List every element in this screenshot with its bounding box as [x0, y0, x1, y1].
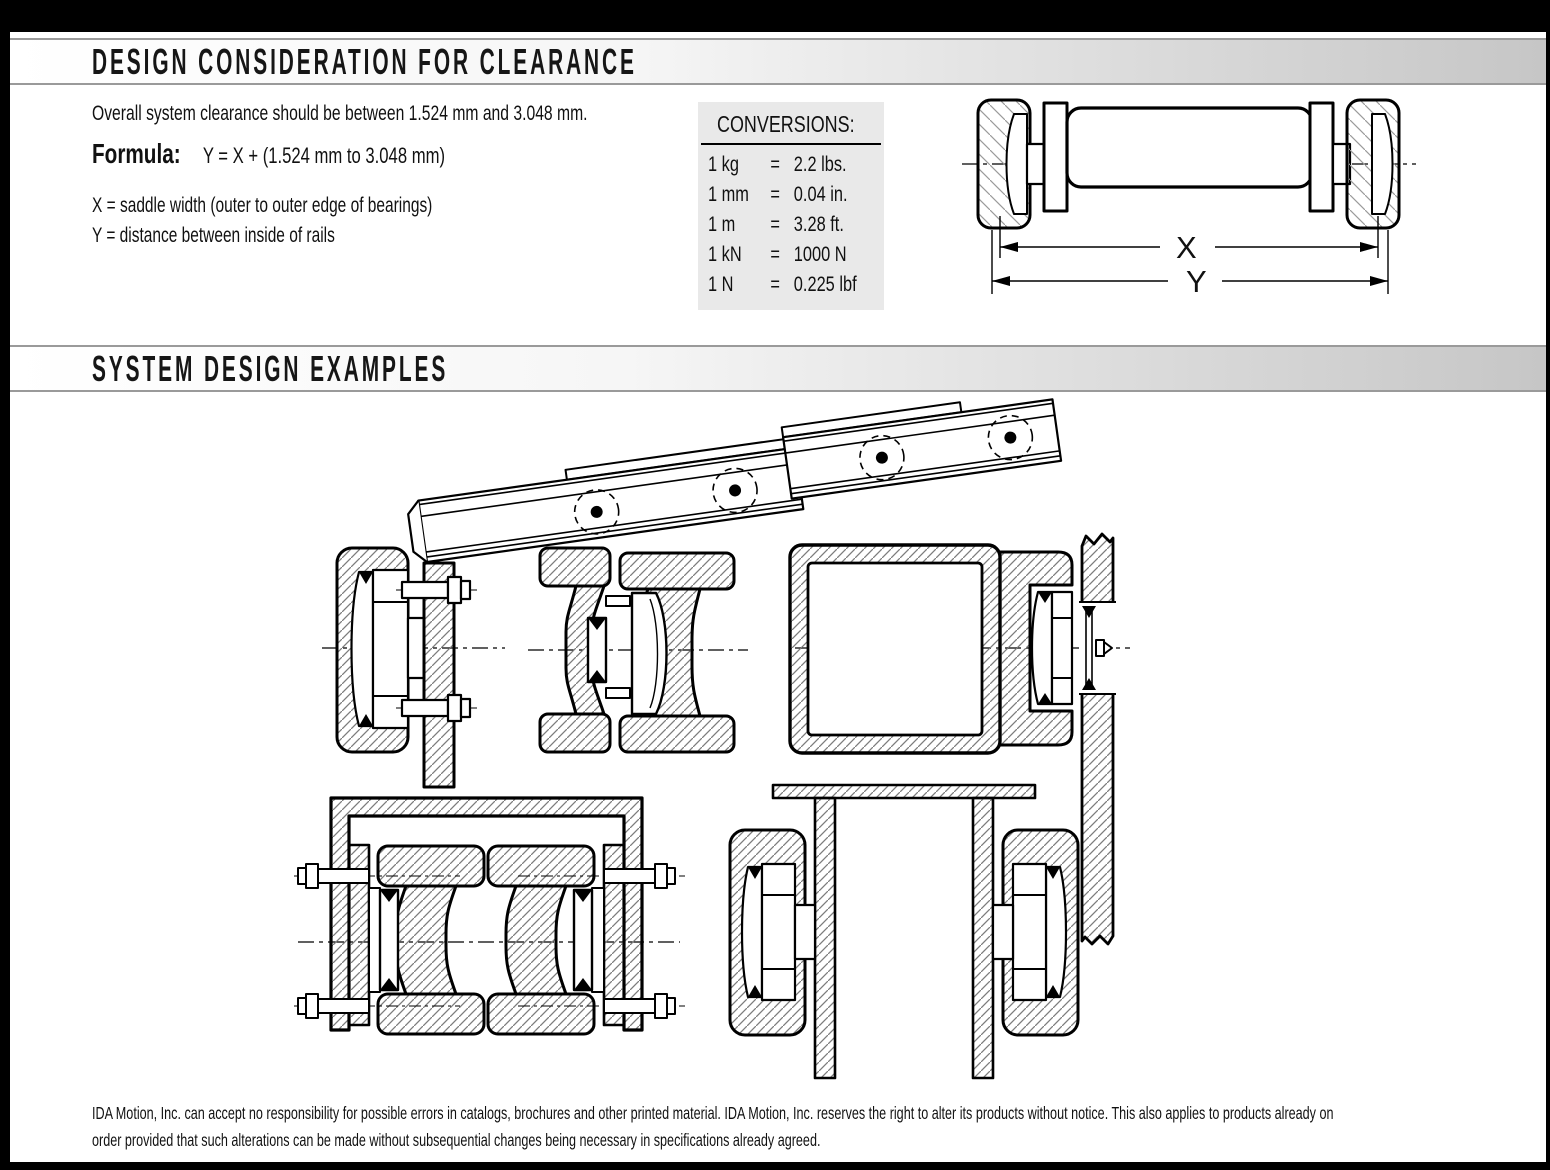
dim-y-label: Y	[1186, 264, 1207, 299]
square-tube-wall-section	[788, 532, 1130, 946]
right-bearing-race	[1371, 113, 1394, 215]
footer-line-2: order provided that such alterations can…	[92, 1130, 821, 1150]
conversions-rule	[701, 143, 881, 145]
left-bearing-race	[1005, 113, 1028, 215]
bolt	[396, 693, 478, 723]
dimension-y	[992, 276, 1388, 286]
fastener	[1082, 606, 1113, 690]
footer-line-1: IDA Motion, Inc. can accept no responsib…	[92, 1103, 1334, 1123]
formula-value: Y = X + (1.524 mm to 3.048 mm)	[202, 143, 445, 168]
right-flange	[1308, 101, 1335, 213]
conversion-row: 1 kg=2.2 lbs.	[708, 153, 847, 176]
bolt	[518, 993, 685, 1019]
saddle-dimension-diagram: X Y	[962, 98, 1416, 299]
section-band-clearance: DESIGN CONSIDERATION FOR CLEARANCE	[10, 38, 1546, 85]
section-title-clearance: DESIGN CONSIDERATION FOR CLEARANCE	[92, 40, 637, 82]
wall-plate	[1080, 532, 1115, 946]
dual-rail-wheel-section	[528, 546, 748, 754]
carriage-box-section	[294, 796, 685, 1036]
bolt	[294, 863, 460, 889]
left-flange	[1042, 101, 1069, 213]
page-top-rule	[0, 0, 1550, 32]
conversions-table: 1 kg=2.2 lbs. 1 mm=0.04 in. 1 m=3.28 ft.…	[708, 150, 899, 300]
wheel-flange-plate-section	[322, 546, 505, 789]
arrow-left-icon	[1000, 242, 1018, 252]
dimension-x	[1000, 242, 1378, 252]
arrow-left-icon	[992, 276, 1010, 286]
section-title-examples: SYSTEM DESIGN EXAMPLES	[92, 347, 449, 389]
footer-disclaimer: IDA Motion, Inc. can accept no responsib…	[92, 1100, 1550, 1154]
conversion-row: 1 kN=1000 N	[708, 243, 847, 266]
clearance-definitions: X = saddle width (outer to outer edge of…	[92, 190, 565, 250]
y-definition: Y = distance between inside of rails	[92, 223, 335, 247]
system-design-examples-drawings	[294, 398, 1130, 1080]
section-band-examples: SYSTEM DESIGN EXAMPLES	[10, 345, 1546, 392]
bolt	[396, 575, 478, 605]
top-plate	[771, 783, 1037, 800]
bolt	[294, 993, 460, 1019]
conversion-row: 1 m=3.28 ft.	[708, 213, 844, 236]
conversion-row: 1 mm=0.04 in.	[708, 183, 848, 206]
wheel-bracket	[998, 550, 1074, 747]
arrow-right-icon	[1370, 276, 1388, 286]
rail-bolt-holes	[573, 414, 1034, 535]
rail-isometric-drawing	[407, 398, 1063, 564]
page-left-rule	[0, 0, 10, 1170]
left-axle-neck	[1025, 142, 1046, 186]
dim-x-label: X	[1176, 230, 1197, 265]
arrow-right-icon	[1360, 242, 1378, 252]
conversions-title: CONVERSIONS:	[717, 111, 855, 137]
right-hanger-plate	[971, 796, 995, 1080]
page-bottom-rule	[0, 1162, 1550, 1170]
page-right-rule	[1546, 0, 1550, 1170]
clearance-intro: Overall system clearance should be betwe…	[92, 101, 588, 125]
bolt	[518, 863, 685, 889]
conversion-row: 1 N=0.225 lbf	[708, 273, 857, 296]
x-definition: X = saddle width (outer to outer edge of…	[92, 193, 433, 217]
left-hanger-plate	[813, 796, 837, 1080]
saddle-cylinder	[1065, 106, 1314, 189]
extension-lines	[991, 216, 1389, 294]
clearance-formula: Formula: Y = X + (1.524 mm to 3.048 mm)	[92, 138, 569, 170]
conversions-box: CONVERSIONS: 1 kg=2.2 lbs. 1 mm=0.04 in.…	[698, 102, 884, 310]
formula-label: Formula:	[92, 138, 181, 169]
hanging-tee-section	[728, 783, 1080, 1080]
